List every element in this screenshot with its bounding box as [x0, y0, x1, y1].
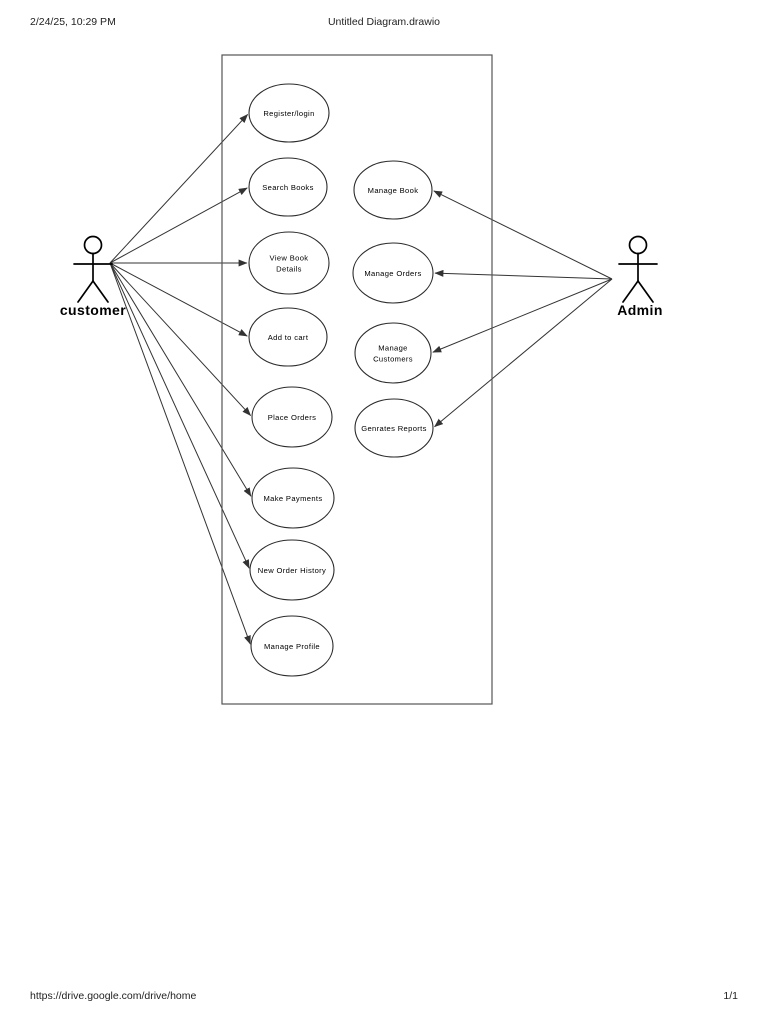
document-title: Untitled Diagram.drawio [327, 16, 441, 28]
use-case-label: Register/login [263, 109, 314, 118]
association-customer-to-new-order-history[interactable] [109, 262, 250, 569]
use-case-label: Manage Profile [264, 642, 320, 651]
use-case-label: Make Payments [264, 494, 323, 503]
association-customer-to-search-books[interactable] [109, 187, 248, 264]
use-case-add-to-cart[interactable]: Add to cart [248, 307, 328, 367]
association-admin-to-manage-customers[interactable] [432, 278, 613, 353]
use-case-label: Manage Book [368, 186, 419, 195]
use-case-label: View Book [270, 254, 309, 263]
use-case-manage-book[interactable]: Manage Book [353, 160, 433, 220]
use-case-oval[interactable] [250, 615, 334, 677]
actors: customer Admin [60, 235, 663, 319]
source-url: https://drive.google.com/drive/home [30, 990, 197, 1002]
use-case-make-payments[interactable]: Make Payments [251, 467, 335, 529]
use-case-oval[interactable] [249, 539, 335, 601]
use-case-oval[interactable] [353, 160, 433, 220]
use-case-register-login[interactable]: Register/login [248, 83, 330, 143]
actor-admin[interactable]: Admin [617, 235, 663, 319]
actor-head-icon [83, 235, 103, 255]
use-case-new-order-history[interactable]: New Order History [249, 539, 335, 601]
actor-head-icon [628, 235, 648, 255]
print-date: 2/24/25, 10:29 PM [30, 16, 116, 28]
association-admin-to-genrates-reports[interactable] [434, 278, 613, 428]
association-customer-to-manage-profile[interactable] [109, 262, 251, 645]
actor-leg-left [622, 280, 639, 303]
use-case-oval[interactable] [251, 467, 335, 529]
actor-label: customer [60, 302, 126, 318]
association-customer-to-make-payments[interactable] [109, 262, 252, 497]
association-admin-to-manage-orders[interactable] [434, 269, 613, 280]
use-case-oval[interactable] [248, 157, 328, 217]
actor-leg-left [77, 280, 94, 303]
use-case-label: Manage Orders [364, 269, 421, 278]
use-case-label: Customers [373, 355, 413, 364]
use-case-place-orders[interactable]: Place Orders [251, 386, 333, 448]
use-case-oval[interactable] [354, 322, 432, 384]
association-customer-to-add-to-cart[interactable] [109, 262, 248, 337]
use-case-label: Genrates Reports [361, 424, 427, 433]
association-customer-to-place-orders[interactable] [109, 262, 252, 416]
association-customer-to-register-login[interactable] [109, 114, 249, 264]
use-case-search-books[interactable]: Search Books [248, 157, 328, 217]
actor-leg-right [92, 280, 109, 303]
use-case-label: Search Books [262, 183, 313, 192]
use-case-manage-orders[interactable]: Manage Orders [352, 242, 434, 304]
system-boundary [221, 54, 493, 705]
use-case-oval[interactable] [352, 242, 434, 304]
actor-customer[interactable]: customer [60, 235, 126, 319]
use-case-label: New Order History [258, 566, 326, 575]
use-case-label: Add to cart [268, 333, 309, 342]
association-lines [109, 114, 613, 645]
use-case-oval[interactable] [248, 307, 328, 367]
use-case-oval[interactable] [248, 83, 330, 143]
actor-leg-right [637, 280, 654, 303]
use-case-label: Details [276, 265, 302, 274]
page-number: 1/1 [723, 990, 738, 1002]
use-case-label: Place Orders [268, 413, 317, 422]
use-case-oval[interactable] [251, 386, 333, 448]
actor-label: Admin [617, 302, 663, 318]
association-admin-to-manage-book[interactable] [433, 190, 613, 280]
use-case-oval[interactable] [248, 231, 330, 295]
use-case-genrates-reports[interactable]: Genrates Reports [354, 398, 434, 458]
use-case-label: Manage [378, 344, 408, 353]
use-case-manage-profile[interactable]: Manage Profile [250, 615, 334, 677]
print-footer: https://drive.google.com/drive/home 1/1 [0, 990, 768, 1006]
use-case-oval[interactable] [354, 398, 434, 458]
print-header: 2/24/25, 10:29 PM Untitled Diagram.drawi… [0, 16, 768, 32]
